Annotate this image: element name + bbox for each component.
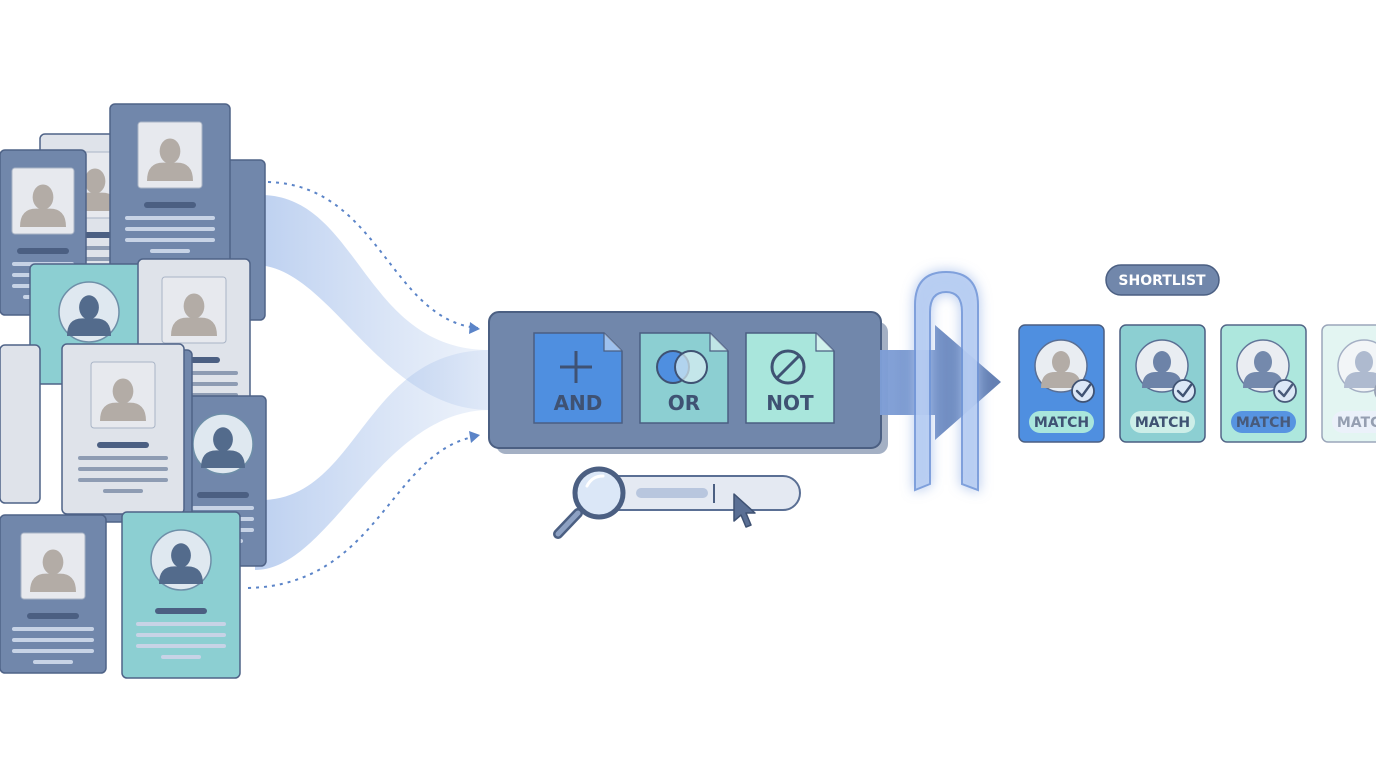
match-card[interactable]: MATCH bbox=[1018, 324, 1105, 443]
check-icon bbox=[1273, 379, 1297, 403]
person-silhouette-icon bbox=[147, 138, 193, 181]
resume-card bbox=[0, 514, 107, 674]
operator-label: AND bbox=[554, 391, 603, 415]
person-silhouette-icon bbox=[171, 293, 217, 336]
shortlist-title: SHORTLIST bbox=[1118, 273, 1206, 289]
mouse-pointer-icon bbox=[733, 493, 756, 528]
match-card[interactable]: MATCH bbox=[1321, 324, 1376, 443]
flow-dotted-top bbox=[267, 181, 479, 329]
match-cards: MATCH MATCH MATCH MATCH bbox=[1018, 324, 1376, 443]
resume-card bbox=[109, 103, 231, 275]
person-silhouette-icon bbox=[100, 378, 146, 421]
magnifier-icon[interactable] bbox=[553, 466, 626, 539]
flow-band-bottom bbox=[255, 350, 490, 570]
venn-overlap-icon bbox=[656, 350, 708, 384]
flow-band-top bbox=[255, 194, 490, 410]
person-silhouette-icon bbox=[1041, 351, 1081, 388]
match-label: MATCH bbox=[1034, 415, 1089, 431]
operator-buttons: AND OR NOT bbox=[533, 332, 835, 424]
operator-or-button[interactable]: OR bbox=[639, 332, 729, 424]
resume-card bbox=[121, 511, 241, 679]
output-arrow bbox=[880, 325, 1001, 440]
person-silhouette-icon bbox=[20, 184, 66, 227]
match-label: MATCH bbox=[1337, 415, 1376, 431]
flow-arrowhead-bottom bbox=[469, 431, 480, 443]
resume-card-stack bbox=[0, 103, 267, 679]
match-card[interactable]: MATCH bbox=[1220, 324, 1307, 443]
search-text-placeholder bbox=[636, 488, 708, 498]
search-bar[interactable] bbox=[553, 466, 801, 539]
person-silhouette-icon bbox=[30, 549, 76, 592]
check-icon bbox=[1071, 379, 1095, 403]
operator-and-button[interactable]: AND bbox=[533, 332, 623, 424]
person-silhouette-icon bbox=[1344, 351, 1376, 388]
person-silhouette-icon bbox=[1243, 351, 1283, 388]
match-card[interactable]: MATCH bbox=[1119, 324, 1206, 443]
boolean-filter-panel: AND OR NOT bbox=[488, 311, 888, 454]
operator-label: NOT bbox=[766, 391, 814, 415]
person-silhouette-icon bbox=[201, 427, 245, 468]
match-label: MATCH bbox=[1236, 415, 1291, 431]
check-icon bbox=[1172, 379, 1196, 403]
flow-arrowhead-top bbox=[469, 322, 480, 334]
shortlist-badge bbox=[1105, 264, 1220, 296]
person-silhouette-icon bbox=[67, 295, 111, 336]
person-silhouette-icon bbox=[1142, 351, 1182, 388]
prohibited-icon bbox=[770, 349, 806, 385]
person-silhouette-icon bbox=[159, 543, 203, 584]
match-label: MATCH bbox=[1135, 415, 1190, 431]
filter-gate bbox=[914, 270, 979, 492]
resume-card bbox=[0, 344, 41, 504]
resume-card bbox=[61, 343, 185, 515]
operator-label: OR bbox=[668, 391, 700, 415]
input-flow bbox=[247, 181, 490, 589]
plus-icon bbox=[560, 351, 592, 383]
shortlist: SHORTLIST MATCH MATCH MATCH MATCH bbox=[1018, 264, 1376, 443]
operator-not-button[interactable]: NOT bbox=[745, 332, 835, 424]
